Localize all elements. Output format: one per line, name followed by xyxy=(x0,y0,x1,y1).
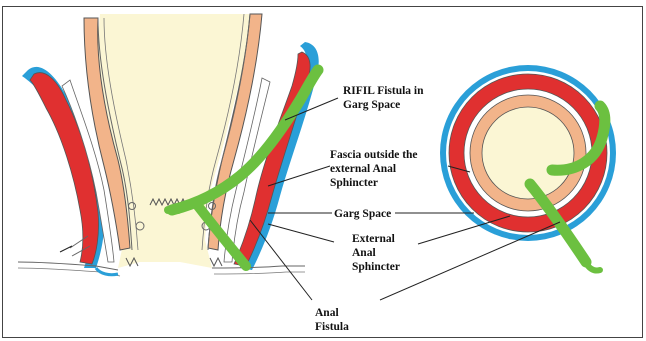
label-fascia-3: Sphincter xyxy=(330,177,378,189)
external-sphincter-left xyxy=(30,73,99,264)
cross-section xyxy=(440,65,616,271)
label-external-1: External xyxy=(352,233,395,245)
label-anal-2: Fistula xyxy=(315,321,349,333)
skin-line-right xyxy=(212,266,305,268)
sagittal-section xyxy=(18,14,319,276)
label-rifil-1: RIFIL Fistula in xyxy=(343,85,424,97)
label-fascia-2: external Anal xyxy=(330,163,396,175)
label-rifil-2: Garg Space xyxy=(343,99,400,111)
labels: RIFIL Fistula in Garg Space Fascia outsi… xyxy=(315,85,424,333)
label-garg-space: Garg Space xyxy=(334,208,391,220)
label-anal-1: Anal xyxy=(315,307,339,319)
label-external-2: Anal xyxy=(352,247,376,259)
skin-line-left xyxy=(18,262,118,270)
label-external-3: Sphincter xyxy=(352,261,400,273)
label-fascia-1: Fascia outside the xyxy=(330,149,418,161)
